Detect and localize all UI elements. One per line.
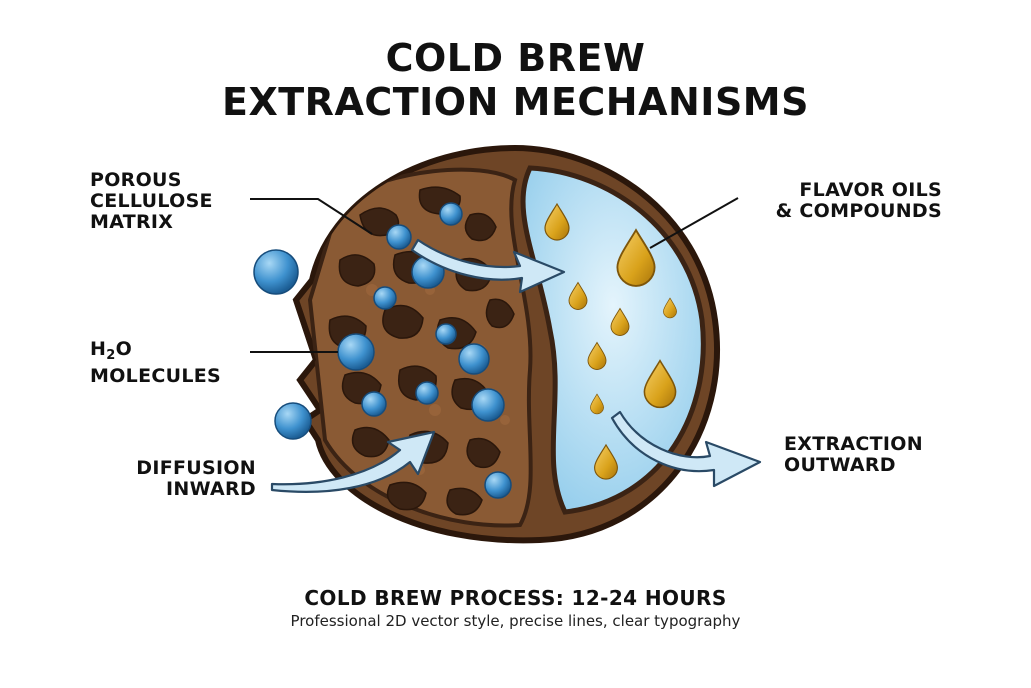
- water-chamber: [520, 165, 706, 515]
- label-h2o-line-2: MOLECULES: [90, 365, 221, 387]
- arrow-into-water-chamber: [410, 238, 566, 294]
- water-molecule: [484, 471, 512, 499]
- label-h2o-molecules: H2O MOLECULES: [90, 339, 221, 387]
- label-matrix-line-2: CELLULOSE: [90, 190, 213, 212]
- diffusion-arrows: [270, 238, 762, 493]
- label-diffusion-line-2: INWARD: [166, 478, 256, 500]
- label-extraction-outward: EXTRACTION OUTWARD: [784, 434, 954, 476]
- style-caption: Professional 2D vector style, precise li…: [290, 612, 741, 630]
- label-extraction-line-2: OUTWARD: [784, 454, 896, 476]
- label-extraction-line-1: EXTRACTION: [784, 433, 923, 455]
- water-molecule: [458, 343, 490, 375]
- leader-line-flavor: [649, 197, 739, 249]
- water-molecule: [415, 381, 439, 405]
- label-h2o-formula: H2O: [90, 339, 221, 366]
- water-molecule: [386, 224, 412, 250]
- leader-lines: [250, 197, 739, 353]
- water-molecules: [253, 202, 512, 499]
- label-diffusion-inward: DIFFUSION INWARD: [116, 458, 256, 500]
- title-line-1: COLD BREW: [385, 36, 646, 80]
- label-flavor-line-2: & COMPOUNDS: [775, 200, 942, 222]
- water-molecule: [274, 402, 312, 440]
- arrow-extraction-outward: [610, 410, 762, 488]
- water-molecule: [439, 202, 463, 226]
- label-h2o-suffix: O: [115, 338, 133, 360]
- porous-matrix: [307, 167, 533, 528]
- label-diffusion-line-1: DIFFUSION: [136, 457, 256, 479]
- water-molecule: [471, 388, 505, 422]
- label-h2o-subscript: 2: [106, 348, 116, 363]
- diagram-title: COLD BREW EXTRACTION MECHANISMS: [0, 36, 1031, 124]
- process-duration: COLD BREW PROCESS: 12-24 HOURS: [304, 586, 727, 610]
- label-matrix-line-3: MATRIX: [90, 211, 174, 233]
- label-matrix-line-1: POROUS: [90, 169, 182, 191]
- arrow-diffusion-inward: [270, 430, 436, 493]
- water-molecule: [373, 286, 397, 310]
- label-flavor-line-1: FLAVOR OILS: [799, 179, 942, 201]
- label-h2o-prefix: H: [90, 338, 107, 360]
- water-molecule: [253, 249, 299, 295]
- title-line-2: EXTRACTION MECHANISMS: [222, 80, 809, 124]
- water-molecule: [361, 391, 387, 417]
- leader-line-matrix: [250, 198, 373, 235]
- label-porous-matrix: POROUS CELLULOSE MATRIX: [90, 170, 213, 233]
- water-molecule: [435, 323, 457, 345]
- label-flavor-oils: FLAVOR OILS & COMPOUNDS: [742, 180, 942, 222]
- water-molecule: [337, 333, 375, 371]
